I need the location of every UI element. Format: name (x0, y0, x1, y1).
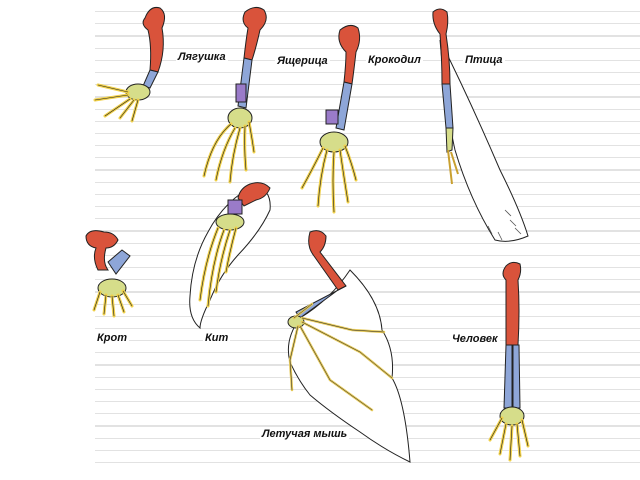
label-mole: Крот (95, 332, 129, 344)
label-frog: Лягушка (176, 51, 228, 63)
label-crocodile: Крокодил (366, 54, 423, 66)
frog-limb (93, 7, 166, 123)
label-bat: Летучая мышь (260, 428, 350, 440)
label-whale: Кит (203, 332, 231, 344)
bat-limb (287, 230, 411, 463)
label-bird: Птица (463, 54, 505, 66)
human-limb (488, 261, 530, 462)
label-lizard: Ящерица (275, 55, 330, 67)
bird-limb (432, 8, 529, 242)
mole-limb (85, 230, 134, 318)
whale-limb (189, 182, 271, 330)
crocodile-limb (300, 24, 361, 214)
label-human: Человек (450, 333, 500, 345)
lizard-limb (202, 6, 267, 184)
